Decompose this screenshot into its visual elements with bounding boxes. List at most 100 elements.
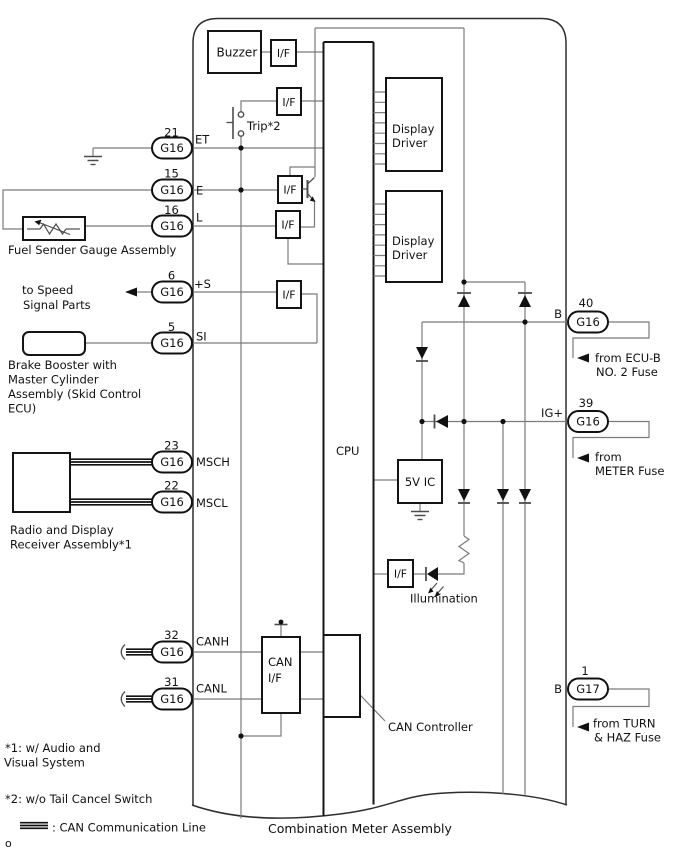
pin1-number: 1	[581, 664, 588, 678]
connectors	[151, 136, 609, 711]
from-ecub-arrow	[577, 353, 589, 363]
note1-line2: Visual System	[4, 756, 85, 770]
pin6-signal: +S	[194, 277, 211, 291]
led-illumination-icon	[425, 567, 444, 597]
pin39-connector: G16	[576, 415, 600, 429]
if-label-l: I/F	[281, 219, 294, 232]
brake-booster-label-line2: Master Cylinder	[8, 373, 99, 387]
radio-label-line1: Radio and Display	[10, 523, 114, 537]
connector-g16-40	[567, 310, 609, 334]
connector-g16-15	[151, 178, 193, 202]
pin22-number: 22	[164, 479, 179, 493]
pin15-signal: E	[196, 184, 203, 198]
pin39-dest-line2: METER Fuse	[595, 464, 664, 478]
display-bus-lines	[373, 91, 386, 277]
radio-label-line2: Receiver Assembly*1	[10, 538, 132, 552]
if-box-buzzer	[270, 39, 297, 67]
trip-label: Trip*2	[246, 119, 281, 133]
assembly-title: Combination Meter Assembly	[268, 821, 452, 836]
legend-label: : CAN Communication Line	[52, 821, 206, 835]
note1-line1: *1: w/ Audio and	[5, 741, 101, 755]
brake-booster-box	[22, 331, 86, 356]
pin1-dest-line1: from TURN	[593, 717, 655, 731]
pin23-connector: G16	[160, 455, 184, 469]
can-controller-box	[322, 634, 361, 718]
buzzer-label: Buzzer	[217, 46, 258, 60]
to-speed-arrow	[125, 287, 137, 297]
pin39-dest-line1: from	[595, 450, 622, 464]
pin15-number: 15	[164, 167, 179, 181]
page-marker: o	[5, 837, 12, 850]
variable-resistor-icon	[27, 219, 80, 236]
pin32-signal: CANH	[196, 635, 229, 649]
pin1-connector: G17	[576, 682, 600, 696]
display-driver-2-label-line1: Display	[392, 234, 435, 248]
brake-booster-label-line1: Brake Booster with	[8, 358, 117, 372]
if-box-trip	[276, 87, 302, 116]
if-label-trip: I/F	[282, 96, 295, 109]
buzzer-box	[207, 30, 262, 74]
speed-signal-label-line1: to Speed	[22, 283, 73, 297]
if-label-e: I/F	[283, 184, 296, 197]
display-driver-1-box	[385, 77, 443, 172]
5v-ic-box	[397, 459, 443, 504]
display-driver-1-label-line1: Display	[392, 122, 435, 136]
connector-g16-22	[151, 490, 193, 514]
if-box-e	[277, 175, 303, 204]
trip-switch-icon	[226, 107, 245, 139]
display-driver-1-label-line2: Driver	[392, 136, 428, 150]
connector-g16-16	[151, 214, 193, 238]
pin40-number: 40	[579, 296, 594, 310]
pin40-dest-line2: NO. 2 Fuse	[596, 365, 658, 379]
radio-box	[12, 452, 71, 513]
if-label-speed: I/F	[282, 289, 295, 302]
connector-g16-39	[567, 410, 609, 433]
can-if-label-line2: I/F	[268, 671, 282, 685]
if-label-illumination: I/F	[394, 568, 407, 581]
pin40-dest-line1: from ECU-B	[595, 351, 661, 365]
resistor-icon	[457, 535, 471, 564]
pin23-number: 23	[164, 439, 179, 453]
brake-booster-label-line4: ECU)	[8, 402, 36, 416]
pin39-signal: IG+	[541, 406, 563, 420]
pin31-number: 31	[164, 675, 179, 689]
pin5-signal: SI	[196, 330, 207, 344]
connector-g16-32	[151, 640, 193, 664]
display-driver-2-box	[385, 190, 443, 283]
pin16-number: 16	[164, 203, 179, 217]
fuel-sender-label: Fuel Sender Gauge Assembly	[8, 243, 177, 257]
if-box-illumination	[387, 559, 414, 588]
if-label-buzzer: I/F	[277, 47, 290, 60]
connector-g16-5	[151, 331, 193, 355]
junction-dots	[238, 145, 528, 739]
flow-arrows	[125, 287, 589, 732]
assembly-outline	[191, 17, 568, 819]
cpu-label: CPU	[336, 444, 359, 458]
connector-g16-21	[151, 136, 193, 160]
display-driver-2-label-line2: Driver	[392, 248, 428, 262]
illumination-label: Illumination	[410, 592, 478, 606]
pin32-connector: G16	[160, 645, 184, 659]
if-box-speed	[276, 280, 302, 309]
can-line-legend-icon	[20, 821, 48, 830]
pin5-connector: G16	[160, 336, 184, 350]
pin1-signal: B	[554, 682, 562, 696]
from-meter-arrow	[577, 453, 589, 463]
can-if-label-line1: CAN	[268, 655, 293, 669]
connector-g16-6	[151, 280, 193, 304]
connector-g16-31	[151, 687, 193, 711]
transistor-icon	[302, 177, 316, 202]
diode-icons	[416, 292, 532, 504]
pin40-connector: G16	[576, 315, 600, 329]
from-turn-arrow	[577, 722, 589, 732]
pin6-number: 6	[168, 269, 175, 283]
can-communication-lines	[70, 458, 152, 707]
brake-booster-label-line3: Assembly (Skid Control	[8, 387, 141, 401]
pin39-number: 39	[579, 396, 594, 410]
5v-ic-label: 5V IC	[405, 475, 435, 489]
pin23-signal: MSCH	[196, 455, 230, 469]
pin16-signal: L	[196, 211, 203, 225]
pin31-signal: CANL	[196, 682, 227, 696]
pin15-connector: G16	[160, 183, 184, 197]
